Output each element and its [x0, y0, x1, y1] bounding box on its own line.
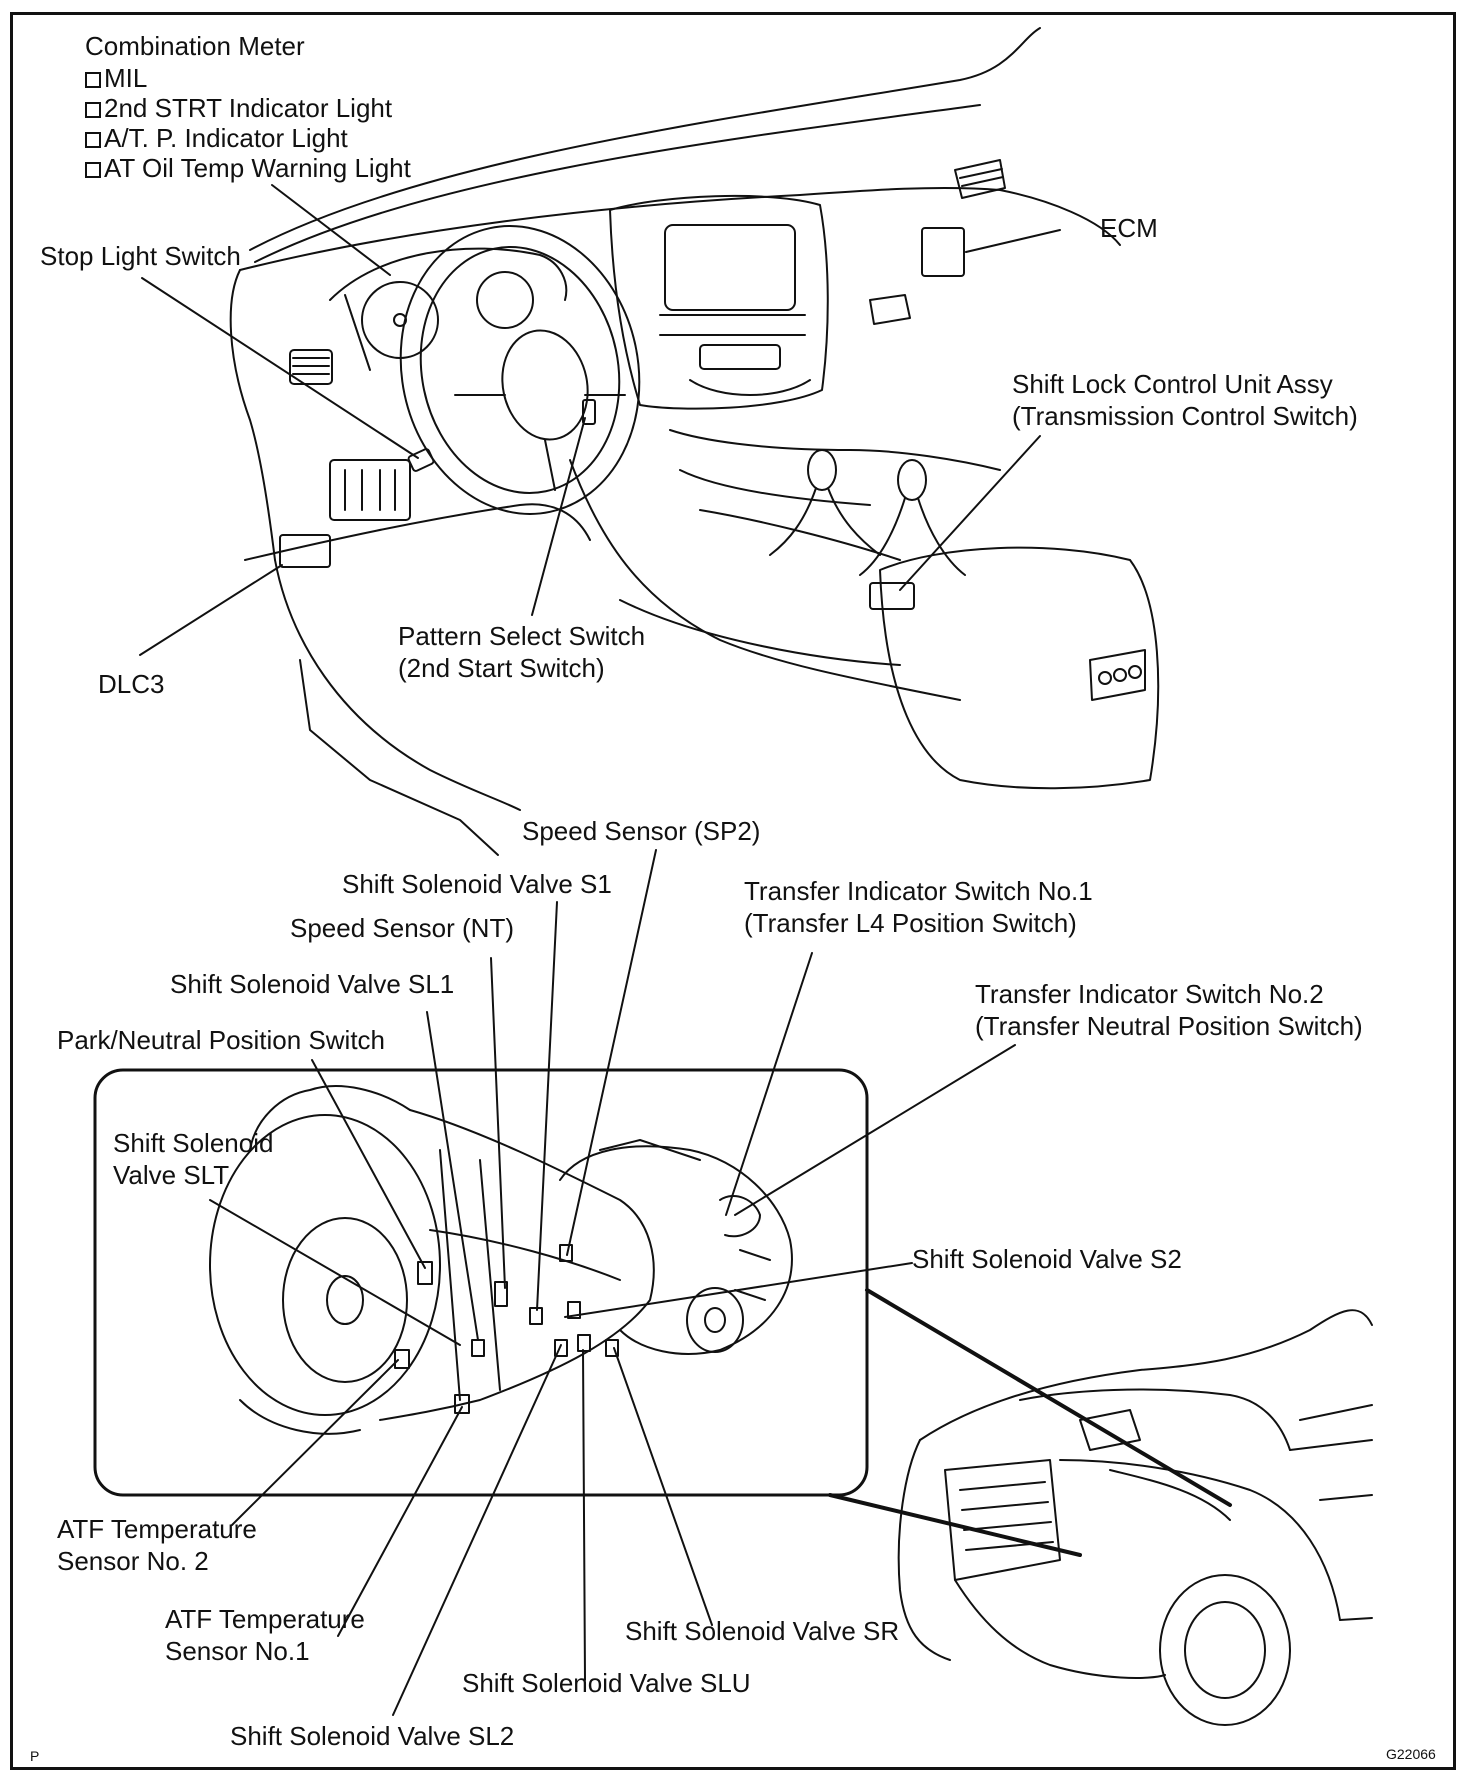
combination-meter-item-oil-temp: AT Oil Temp Warning Light: [85, 152, 411, 184]
shift-lock-unit-label: Shift Lock Control Unit Assy: [1012, 369, 1333, 399]
transfer-indicator-2-sublabel: (Transfer Neutral Position Switch): [975, 1011, 1363, 1041]
park-neutral-switch-label: Park/Neutral Position Switch: [57, 1025, 386, 1055]
checkbox-icon: [85, 72, 101, 88]
atf-temp-sensor-1-label: ATF Temperature: [165, 1604, 365, 1634]
checkbox-icon: [85, 162, 101, 178]
checkbox-icon: [85, 132, 101, 148]
leader-lines: [139, 184, 1061, 1716]
shift-solenoid-s2-label: Shift Solenoid Valve S2: [912, 1244, 1182, 1274]
pattern-select-switch-sublabel: (2nd Start Switch): [398, 653, 605, 683]
dlc3-part: [279, 534, 331, 568]
zoom-line-upper: [865, 1288, 1232, 1507]
shift-solenoid-sl1-label: Shift Solenoid Valve SL1: [170, 969, 455, 999]
transfer-indicator-2-label: Transfer Indicator Switch No.2: [975, 979, 1324, 1009]
zoom-line-lower: [828, 1493, 1082, 1557]
ecm-part: [921, 227, 965, 277]
combination-meter-item-2nd-strt: 2nd STRT Indicator Light: [85, 92, 392, 124]
ecm-label: ECM: [1100, 213, 1158, 243]
car-front-drawing: [897, 1309, 1373, 1726]
combination-meter-title: Combination Meter: [85, 31, 305, 61]
atf-temp-sensor-1-sublabel: Sensor No.1: [165, 1636, 310, 1666]
stop-light-switch-part: [407, 448, 435, 472]
speed-sensor-sp2-label: Speed Sensor (SP2): [522, 816, 761, 846]
shift-solenoid-s1-label: Shift Solenoid Valve S1: [342, 869, 612, 899]
checkbox-icon: [85, 102, 101, 118]
stop-light-switch-label: Stop Light Switch: [40, 241, 241, 271]
transfer-indicator-1-label: Transfer Indicator Switch No.1: [744, 876, 1093, 906]
shift-lock-unit-sublabel: (Transmission Control Switch): [1012, 401, 1358, 431]
diagram-frame: [10, 12, 1456, 1770]
combination-meter-item-mil: MIL: [85, 62, 147, 94]
shift-solenoid-slu-label: Shift Solenoid Valve SLU: [462, 1668, 751, 1698]
shift-solenoid-sl2-label: Shift Solenoid Valve SL2: [230, 1721, 515, 1751]
dashboard-drawing: [229, 27, 1160, 811]
speed-sensor-nt-label: Speed Sensor (NT): [290, 913, 514, 943]
combination-meter-item-atp: A/T. P. Indicator Light: [85, 122, 348, 154]
shift-solenoid-slt-sublabel: Valve SLT: [113, 1160, 230, 1190]
shift-lock-unit-part: [869, 582, 915, 610]
atf-temp-sensor-2-sublabel: Sensor No. 2: [57, 1546, 209, 1576]
transmission-drawing: [209, 1085, 793, 1435]
shift-solenoid-slt-label: Shift Solenoid: [113, 1128, 274, 1158]
atf-temp-sensor-2-label: ATF Temperature: [57, 1514, 257, 1544]
corner-mark-p: P: [30, 1748, 40, 1764]
transmission-inset-box: [93, 1068, 869, 1497]
pattern-select-switch-part: [582, 399, 596, 425]
dlc3-label: DLC3: [98, 669, 165, 699]
shift-solenoid-sr-label: Shift Solenoid Valve SR: [625, 1616, 900, 1646]
transfer-indicator-1-sublabel: (Transfer L4 Position Switch): [744, 908, 1077, 938]
figure-code: G22066: [1386, 1746, 1436, 1762]
pattern-select-switch-label: Pattern Select Switch: [398, 621, 646, 651]
